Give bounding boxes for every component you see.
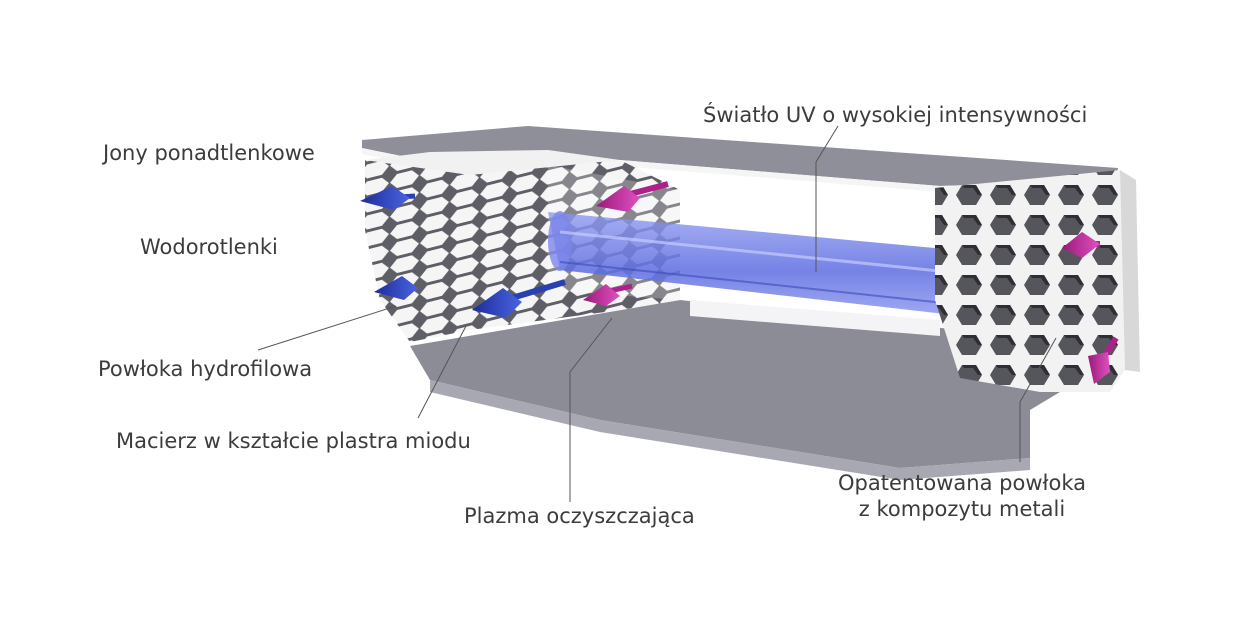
housing-bottom-front <box>430 380 1030 480</box>
label-patented-coating-line1: Opatentowana powłoka <box>837 471 1086 495</box>
label-hydroxides: Wodorotlenki <box>140 235 278 259</box>
blue-ion-arrow <box>374 276 418 300</box>
label-honeycomb-matrix: Macierz w kształcie plastra miodu <box>116 429 471 453</box>
honeycomb-left-top <box>365 150 620 175</box>
label-patented-coating-line2: z kompozytu metali <box>858 497 1066 521</box>
housing-bottom-inner <box>690 300 940 336</box>
label-hydrophilic-coating: Powłoka hydrofilowa <box>98 357 313 381</box>
label-patented-coating: Opatentowana powłoka z kompozytu metali <box>836 470 1088 522</box>
label-superoxide-ions: Jony ponadtlenkowe <box>103 141 315 165</box>
honeycomb-left-front <box>365 160 470 342</box>
housing-bottom <box>410 300 1060 468</box>
magenta-ion-arrow <box>583 283 633 306</box>
magenta-ion-arrow <box>1062 232 1100 258</box>
uv-tube-front-cap <box>548 211 572 271</box>
housing-top-edge <box>362 148 1116 192</box>
label-uv-light: Światło UV o wysokiej intensywności <box>703 103 1088 127</box>
leader-uv-light <box>815 125 839 272</box>
honeycomb-right-side <box>1120 170 1140 372</box>
magenta-ion-arrow <box>596 181 669 212</box>
leader-hydrophilic-coating <box>257 305 397 351</box>
leader-honeycomb-matrix <box>417 325 467 419</box>
honeycomb-right <box>935 170 1125 392</box>
label-cleansing-plasma: Plazma oczyszczająca <box>464 504 695 528</box>
leader-patented-coating <box>1019 337 1057 462</box>
blue-ion-arrow <box>472 279 566 318</box>
magenta-ion-arrow <box>1088 336 1119 384</box>
housing-top <box>362 126 1118 186</box>
blue-ion-arrow <box>360 186 416 210</box>
leader-cleansing-plasma <box>569 317 613 502</box>
